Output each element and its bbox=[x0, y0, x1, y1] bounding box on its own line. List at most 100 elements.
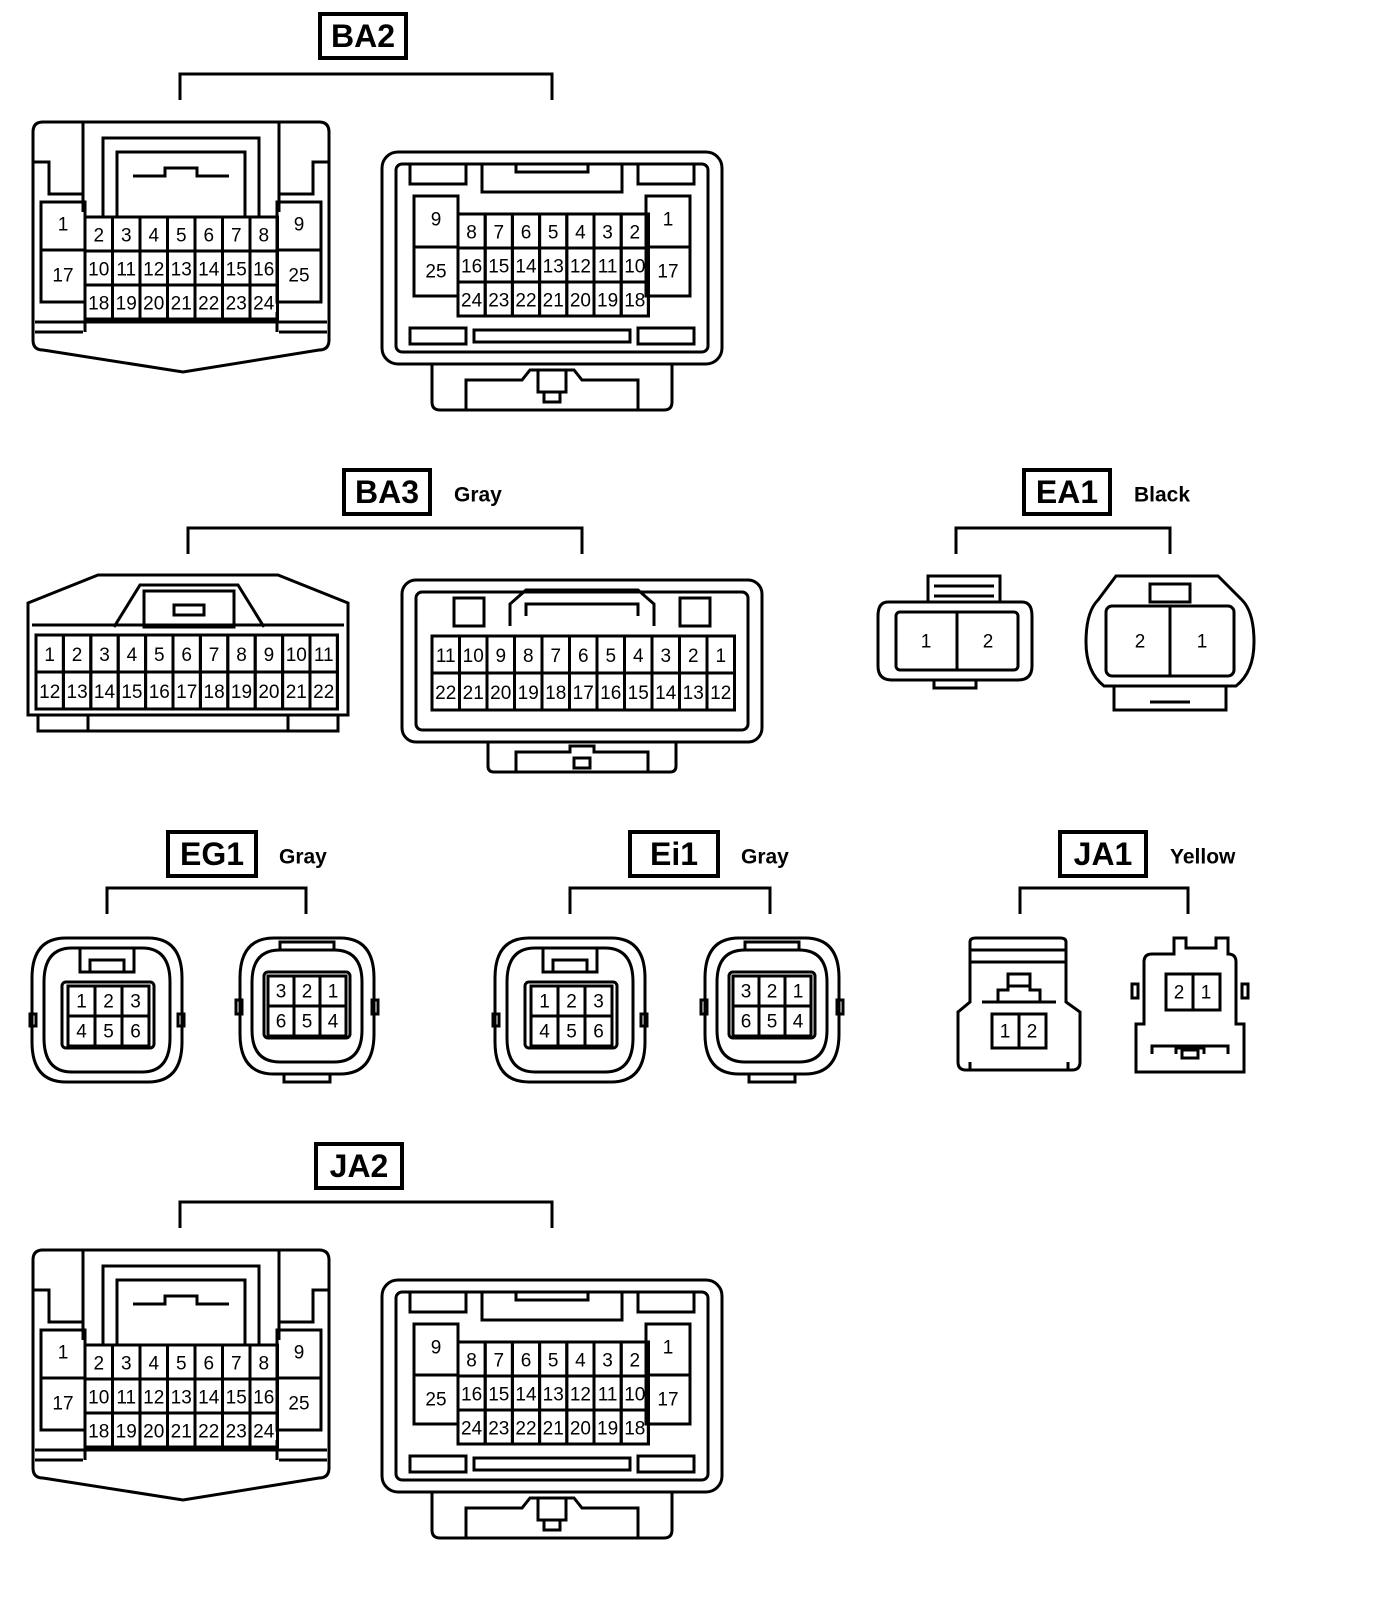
pin-number: 7 bbox=[231, 226, 242, 247]
bracket bbox=[178, 72, 554, 100]
pin-number: 3 bbox=[121, 1354, 132, 1375]
pin-number: 21 bbox=[543, 291, 564, 312]
pin-number: 25 bbox=[425, 262, 446, 283]
pin-number: 17 bbox=[52, 1394, 73, 1415]
latch bbox=[996, 972, 1042, 1002]
pin-block-frame bbox=[262, 970, 352, 1040]
key bbox=[480, 164, 624, 194]
pin-number: 14 bbox=[515, 257, 537, 278]
housing bbox=[380, 150, 724, 366]
latch-button bbox=[536, 1496, 568, 1522]
pin-number: 8 bbox=[466, 223, 477, 244]
connector-color: Gray bbox=[279, 846, 327, 869]
latch-base-inner bbox=[514, 744, 650, 772]
bracket bbox=[1018, 886, 1190, 914]
pin-number: 9 bbox=[431, 210, 442, 231]
pin-number: 12 bbox=[570, 257, 591, 278]
pin-number: 21 bbox=[171, 294, 192, 315]
pin-cell bbox=[619, 1408, 650, 1446]
side-tab bbox=[1240, 982, 1250, 1000]
pin-number: 2 bbox=[1174, 983, 1185, 1004]
pin-number: 17 bbox=[657, 262, 678, 283]
latch-tab bbox=[133, 1294, 229, 1306]
side-tab bbox=[234, 998, 244, 1016]
bracket bbox=[568, 886, 772, 914]
slot bbox=[408, 162, 468, 186]
pin-number: 8 bbox=[236, 645, 247, 666]
latch-slot bbox=[1148, 582, 1192, 604]
latch-button bbox=[572, 756, 592, 770]
latch-tab bbox=[172, 603, 206, 617]
pin-number: 10 bbox=[88, 1388, 109, 1409]
housing-inner bbox=[250, 948, 364, 1064]
connector-color: Gray bbox=[741, 846, 789, 869]
pin-number: 2 bbox=[302, 982, 313, 1003]
latch-inner bbox=[142, 589, 236, 629]
pin-number: 10 bbox=[463, 646, 484, 667]
pin-number: 2 bbox=[93, 1354, 104, 1375]
latch-outer bbox=[101, 1264, 261, 1345]
housing bbox=[1134, 936, 1246, 1074]
base bbox=[1112, 686, 1228, 712]
label-box bbox=[166, 830, 258, 878]
key-tab bbox=[514, 1292, 590, 1302]
side-tab bbox=[491, 1012, 501, 1028]
pin-number: 1 bbox=[921, 632, 932, 653]
pin-number: 7 bbox=[494, 1351, 505, 1372]
housing bbox=[380, 1278, 724, 1494]
pin-number: 17 bbox=[52, 266, 73, 287]
label-box bbox=[318, 12, 408, 60]
slot bbox=[636, 1454, 696, 1474]
top-notch bbox=[743, 940, 801, 950]
pin-number: 13 bbox=[683, 683, 704, 704]
pin-number: 22 bbox=[435, 683, 456, 704]
ba2-header: BA2 bbox=[178, 12, 554, 100]
pin-number: 5 bbox=[176, 226, 187, 247]
pin-number: 19 bbox=[116, 294, 137, 315]
pin-number: 2 bbox=[688, 646, 699, 667]
slot bbox=[408, 1290, 468, 1314]
pin-number: 23 bbox=[226, 1422, 247, 1443]
pin-number: 24 bbox=[461, 291, 483, 312]
pin-number: 9 bbox=[495, 646, 506, 667]
housing-inner bbox=[42, 946, 172, 1074]
pin-number: 23 bbox=[488, 1419, 509, 1440]
pin-number: 3 bbox=[602, 1351, 613, 1372]
connector-code: EG1 bbox=[180, 836, 244, 872]
pin-number: 25 bbox=[425, 1390, 446, 1411]
bottom-rail bbox=[36, 713, 340, 733]
top-lines bbox=[970, 948, 1066, 964]
pin-number: 16 bbox=[253, 260, 274, 281]
side-tab bbox=[370, 998, 380, 1016]
pin-number: 4 bbox=[575, 223, 586, 244]
latch-button bbox=[1180, 1048, 1200, 1060]
slot bbox=[636, 162, 696, 186]
pin-number: 15 bbox=[226, 1388, 247, 1409]
pin-number: 20 bbox=[570, 291, 591, 312]
latch-button-foot bbox=[542, 390, 562, 404]
side-tab bbox=[639, 1012, 649, 1028]
pin-block-frame bbox=[727, 970, 817, 1040]
latch-button-foot bbox=[542, 1518, 562, 1532]
side-tab bbox=[1130, 982, 1140, 1000]
connector-color: Yellow bbox=[1170, 846, 1236, 869]
pin-number: 18 bbox=[88, 294, 109, 315]
pin-number: 8 bbox=[258, 1354, 269, 1375]
bottom-posts bbox=[83, 312, 279, 332]
pin-number: 8 bbox=[523, 646, 534, 667]
label-box bbox=[1058, 830, 1148, 878]
pin-number: 21 bbox=[543, 1419, 564, 1440]
pin-number: 1 bbox=[58, 215, 69, 236]
housing bbox=[31, 1248, 331, 1502]
pin-number: 15 bbox=[121, 682, 142, 703]
connector-code: JA1 bbox=[1074, 836, 1133, 872]
pin-number: 14 bbox=[655, 683, 677, 704]
pin-number: 20 bbox=[258, 682, 279, 703]
pin-number: 3 bbox=[121, 226, 132, 247]
pin-number: 16 bbox=[149, 682, 170, 703]
pin-number: 3 bbox=[130, 992, 141, 1013]
